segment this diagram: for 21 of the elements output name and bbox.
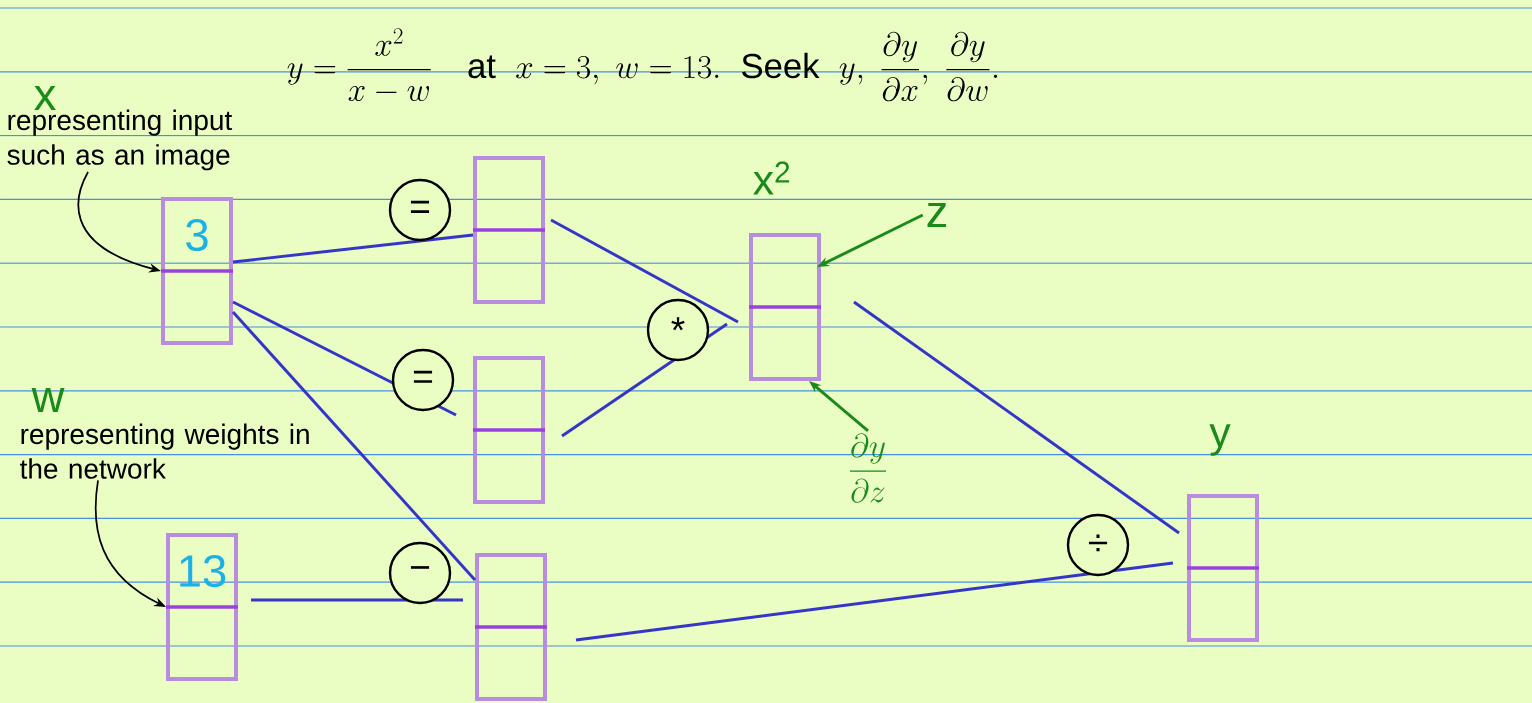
cell-box bbox=[473, 156, 545, 304]
value-box: 13 bbox=[166, 533, 238, 681]
description-text: representing weights in the network bbox=[20, 423, 309, 479]
connector-line bbox=[575, 561, 1174, 642]
value-box: 3 bbox=[161, 197, 233, 345]
cell-box bbox=[473, 356, 545, 504]
variable-label: x$^{2}$ bbox=[753, 161, 790, 195]
connector-line bbox=[231, 311, 477, 581]
variable-label: z bbox=[927, 203, 947, 227]
cell-box bbox=[475, 553, 547, 701]
description-text: representing input such as an image bbox=[7, 109, 233, 171]
variable-label: w bbox=[31, 388, 65, 412]
variable-label: y bbox=[1209, 424, 1231, 456]
connector-line bbox=[853, 300, 1180, 535]
cell-box bbox=[749, 233, 821, 381]
variable-label: x bbox=[34, 86, 56, 110]
connector-line bbox=[232, 233, 474, 264]
equation: $y=\frac{x^{2}}{x-w}\quad \mathrm{at}\ \ x=3,\ w=13.\ \ \mathrm{Seek}\ \ y,\ \frac{\partial y}{\partial x},\ \frac{\partial y}{\partial w}.$ bbox=[287, 28, 998, 102]
connector-line bbox=[550, 218, 739, 324]
derivative-label: $\frac{\partial y}{\partial z}$ bbox=[850, 433, 886, 503]
cell-box bbox=[1187, 494, 1259, 642]
